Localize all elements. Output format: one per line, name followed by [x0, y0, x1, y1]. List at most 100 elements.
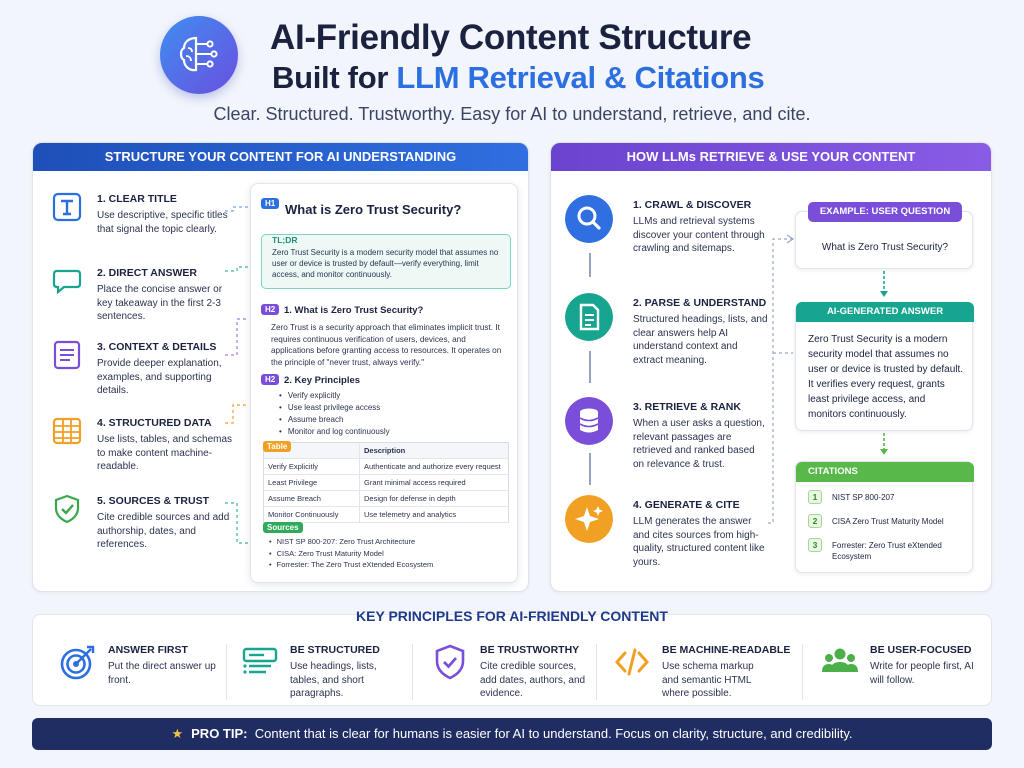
- principle-desc: Use headings, lists, tables, and short p…: [290, 661, 377, 699]
- table-cell: Authenticate and authorize every request: [359, 458, 509, 475]
- page-title: AI-Friendly Content Structure: [270, 18, 752, 57]
- left-step-title: 5. SOURCES & TRUST: [97, 495, 210, 507]
- pro-tip-label: PRO TIP:: [191, 726, 248, 741]
- left-step-title: 2. DIRECT ANSWER: [97, 267, 197, 279]
- code-brackets-icon: [614, 648, 650, 676]
- source-item: NIST SP 800-207: Zero Trust Architecture: [269, 536, 433, 548]
- right-step-title: 3. RETRIEVE & RANK: [633, 401, 741, 413]
- tldr-box: TL;DR Zero Trust Security is a modern se…: [261, 234, 511, 289]
- article-h2-1: 1. What is Zero Trust Security?: [284, 305, 424, 316]
- divider: [802, 644, 803, 700]
- subtitle: Clear. Structured. Trustworthy. Easy for…: [213, 104, 811, 124]
- citation-text: NIST SP 800-207: [832, 493, 895, 502]
- principle-desc: Cite credible sources, add dates, author…: [480, 661, 586, 699]
- list-item: Verify explicitly: [279, 390, 390, 402]
- example-article: H1 What is Zero Trust Security? TL;DR Ze…: [250, 183, 518, 583]
- connector-lines: [225, 206, 249, 544]
- left-step-title: 1. CLEAR TITLE: [97, 193, 177, 205]
- answer-connector: [765, 234, 795, 524]
- citation-number: 2: [808, 514, 822, 528]
- structure-panel: STRUCTURE YOUR CONTENT FOR AI UNDERSTAND…: [32, 142, 529, 592]
- principle-title: BE STRUCTURED: [290, 644, 380, 656]
- chat-bubble-icon: [52, 269, 82, 295]
- citations-label: CITATIONS: [796, 462, 974, 482]
- table-header-row: Description: [263, 442, 509, 459]
- table-cell: Design for defense in depth: [359, 490, 509, 507]
- flow-arrow: [589, 453, 591, 485]
- table-cell: Grant minimal access required: [359, 474, 509, 491]
- left-step-desc: Cite credible sources and add authorship…: [97, 512, 230, 550]
- table-cell: Verify Explicitly: [263, 458, 360, 475]
- right-step-desc: LLM generates the answer and cites sourc…: [633, 516, 765, 568]
- sparkle-icon: [565, 495, 613, 543]
- principle-desc: Use schema markup and semantic HTML wher…: [662, 661, 754, 699]
- divider: [412, 644, 413, 700]
- database-icon: [565, 397, 613, 445]
- magnifier-icon: [565, 195, 613, 243]
- right-step-desc: Structured headings, lists, and clear an…: [633, 314, 768, 366]
- citation-number: 1: [808, 490, 822, 504]
- structure-icon: [242, 647, 278, 674]
- brain-circuit-logo-icon: [160, 16, 238, 94]
- divider: [596, 644, 597, 700]
- flow-arrow: [589, 351, 591, 383]
- retrieval-panel-title: HOW LLMs RETRIEVE & USE YOUR CONTENT: [551, 143, 991, 171]
- user-question-label: EXAMPLE: USER QUESTION: [808, 202, 962, 222]
- left-step-desc: Place the concise answer or key takeaway…: [97, 284, 223, 322]
- principles-title: KEY PRINCIPLES FOR AI-FRIENDLY CONTENT: [356, 608, 668, 624]
- principles-list: Verify explicitly Use least privilege ac…: [279, 390, 390, 438]
- page-title-line2: Built for LLM Retrieval & Citations: [272, 60, 872, 96]
- ai-answer-label: AI-GENERATED ANSWER: [796, 302, 974, 322]
- user-question-text: What is Zero Trust Security?: [821, 242, 949, 253]
- principle-title: ANSWER FIRST: [108, 644, 188, 656]
- article-h2-2: 2. Key Principles: [284, 375, 361, 386]
- arrow-down-icon: [880, 433, 888, 455]
- table-tag: Table: [263, 441, 292, 452]
- table-cell: Use telemetry and analytics: [359, 506, 509, 523]
- sources-tag: Sources: [263, 522, 303, 533]
- pro-tip-banner: ★ PRO TIP: Content that is clear for huma…: [32, 718, 992, 750]
- right-step-desc: When a user asks a question, relevant pa…: [633, 418, 765, 470]
- table-cell: Assume Breach: [263, 490, 360, 507]
- list-item: Assume breach: [279, 414, 390, 426]
- table-cell: Monitor Continuously: [263, 506, 360, 523]
- principle-title: BE USER-FOCUSED: [870, 644, 972, 656]
- citation-text: Forrester: Zero Trust eXtended Ecosystem: [832, 541, 942, 561]
- document-lines-icon: [53, 340, 81, 370]
- star-icon: ★: [171, 726, 184, 741]
- left-step-title: 4. STRUCTURED DATA: [97, 417, 212, 429]
- principle-desc: Write for people first, AI will follow.: [870, 661, 974, 686]
- shield-check-icon: [54, 494, 80, 524]
- citation-text: CISA Zero Trust Maturity Model: [832, 517, 944, 526]
- document-icon: [565, 293, 613, 341]
- user-question-card: EXAMPLE: USER QUESTION What is Zero Trus…: [795, 202, 973, 269]
- ai-answer-text: Zero Trust Security is a modern security…: [808, 334, 964, 420]
- arrow-down-icon: [880, 271, 888, 297]
- title-line2-prefix: Built for: [272, 60, 397, 95]
- right-step-desc: LLMs and retrieval systems discover your…: [633, 216, 765, 254]
- left-step-desc: Use descriptive, specific titles that si…: [97, 210, 228, 235]
- left-step-title: 3. CONTEXT & DETAILS: [97, 341, 217, 353]
- ai-answer-card: AI-GENERATED ANSWER Zero Trust Security …: [795, 302, 974, 431]
- article-paragraph: Zero Trust is a security approach that e…: [271, 323, 502, 367]
- table-header: Description: [359, 442, 509, 459]
- table-grid-icon: [52, 417, 82, 445]
- h2-tag: H2: [261, 374, 280, 385]
- pro-tip-text: Content that is clear for humans is easi…: [254, 726, 853, 741]
- h1-tag: H1: [261, 198, 280, 209]
- list-item: Monitor and log continuously: [279, 426, 390, 438]
- retrieval-panel: HOW LLMs RETRIEVE & USE YOUR CONTENT 1. …: [550, 142, 992, 592]
- title-highlight: LLM Retrieval & Citations: [396, 60, 765, 95]
- target-icon: [60, 645, 95, 680]
- h2-tag: H2: [261, 304, 280, 315]
- tldr-tag: TL;DR: [272, 235, 298, 245]
- table-cell: Least Privilege: [263, 474, 360, 491]
- structure-panel-title: STRUCTURE YOUR CONTENT FOR AI UNDERSTAND…: [33, 143, 528, 171]
- right-step-title: 4. GENERATE & CITE: [633, 499, 740, 511]
- left-step-desc: Provide deeper explanation, examples, an…: [97, 358, 222, 396]
- article-h1: What is Zero Trust Security?: [285, 202, 462, 217]
